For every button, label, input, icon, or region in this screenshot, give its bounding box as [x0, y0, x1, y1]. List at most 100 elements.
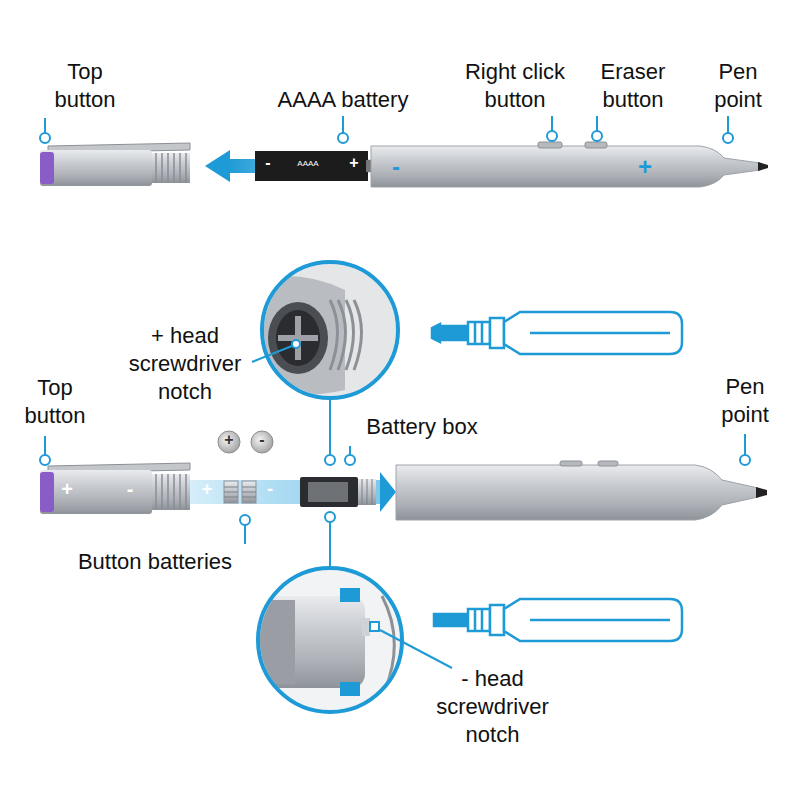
pen-body — [396, 461, 767, 520]
battery-mark: AAAA — [288, 159, 328, 169]
part-label: Top button — [10, 374, 100, 430]
pull-arrow — [205, 150, 370, 182]
marker — [723, 133, 733, 143]
marker — [44, 118, 46, 133]
marker — [342, 116, 344, 133]
insert-arrow — [380, 472, 396, 512]
bottom-cap — [40, 463, 190, 514]
part-label: Button batteries — [55, 548, 255, 576]
bottom-cap — [156, 474, 186, 510]
marker — [596, 116, 598, 131]
part-label: Pen point — [700, 373, 790, 429]
polarity-mark: - — [260, 478, 280, 501]
part-label: - head screwdriver notch — [420, 665, 565, 749]
phillips-screwdriver — [440, 326, 468, 340]
magnifier — [292, 340, 300, 348]
magnifier — [250, 276, 345, 395]
button-batteries — [242, 497, 256, 498]
magnifier — [340, 588, 360, 602]
bottom-cap — [40, 472, 54, 512]
phillips-screwdriver — [490, 318, 504, 348]
pen-body — [756, 487, 767, 498]
magnifier — [354, 300, 362, 370]
magnifier — [340, 682, 360, 696]
button-batteries — [224, 492, 238, 493]
bottom-cap — [155, 474, 157, 510]
polarity-mark: + — [219, 430, 239, 450]
marker — [325, 512, 335, 522]
part-label: Top button — [40, 58, 130, 114]
top-cap — [161, 153, 163, 183]
bottom-cap — [167, 474, 169, 510]
insert-arrow — [190, 472, 396, 512]
marker — [551, 116, 553, 131]
button-batteries — [218, 431, 273, 503]
magnifier — [346, 300, 354, 370]
phillips-screwdriver — [530, 332, 670, 335]
polarity-mark: + — [197, 478, 217, 501]
magnifier — [258, 568, 402, 712]
top-cap — [40, 152, 54, 184]
marker — [244, 525, 246, 544]
marker — [325, 455, 335, 465]
magnifier — [255, 588, 402, 696]
marker — [44, 436, 46, 455]
part-label: Pen point — [693, 58, 783, 114]
part-label: AAAA battery — [253, 86, 433, 114]
magnifier — [255, 596, 365, 688]
marker — [40, 455, 50, 465]
battery-box — [308, 482, 348, 502]
button-batteries — [224, 497, 238, 498]
magnifier — [362, 618, 370, 636]
battery-box — [300, 477, 358, 507]
magnifier — [380, 630, 452, 668]
battery-box — [300, 477, 376, 507]
magnifier — [250, 262, 410, 402]
top-cap — [156, 153, 186, 183]
magnifier — [338, 300, 346, 370]
button-batteries — [218, 431, 240, 453]
top-cap — [152, 153, 190, 183]
bottom-cap — [161, 474, 163, 510]
phillips-screwdriver — [468, 322, 490, 344]
aaaa-battery — [255, 151, 371, 181]
pen-body — [585, 142, 607, 148]
top-cap — [40, 143, 190, 186]
marker — [329, 400, 331, 455]
magnifier — [255, 600, 295, 684]
marker — [338, 133, 348, 143]
pen-body — [371, 142, 768, 187]
bottom-cap — [173, 474, 175, 510]
magnifier — [252, 346, 292, 362]
magnifier — [250, 262, 410, 402]
polarity-mark: - — [384, 152, 408, 182]
marker — [744, 434, 746, 455]
top-cap — [155, 153, 157, 183]
pen-body — [538, 142, 562, 148]
marker — [349, 446, 351, 455]
phillips-screwdriver — [474, 322, 477, 344]
battery-box — [358, 479, 376, 505]
flat-screwdriver — [490, 605, 504, 635]
button-batteries — [251, 431, 273, 453]
polarity-mark: + — [57, 477, 77, 502]
button-batteries — [224, 481, 238, 503]
magnifier — [330, 300, 338, 370]
top-cap — [167, 153, 169, 183]
top-cap — [173, 153, 175, 183]
battery-box — [372, 479, 373, 505]
top-cap — [40, 150, 152, 186]
flat-screwdriver — [468, 609, 490, 631]
marker — [592, 131, 602, 141]
button-batteries — [242, 487, 256, 488]
magnifier — [330, 300, 362, 370]
aaaa-battery — [255, 151, 368, 181]
marker — [40, 116, 733, 143]
pull-arrow — [205, 150, 230, 182]
flat-screwdriver — [504, 599, 682, 641]
flat-screwdriver — [481, 609, 484, 631]
polarity-mark: - — [252, 430, 272, 450]
button-batteries — [242, 481, 256, 503]
marker — [329, 522, 331, 568]
